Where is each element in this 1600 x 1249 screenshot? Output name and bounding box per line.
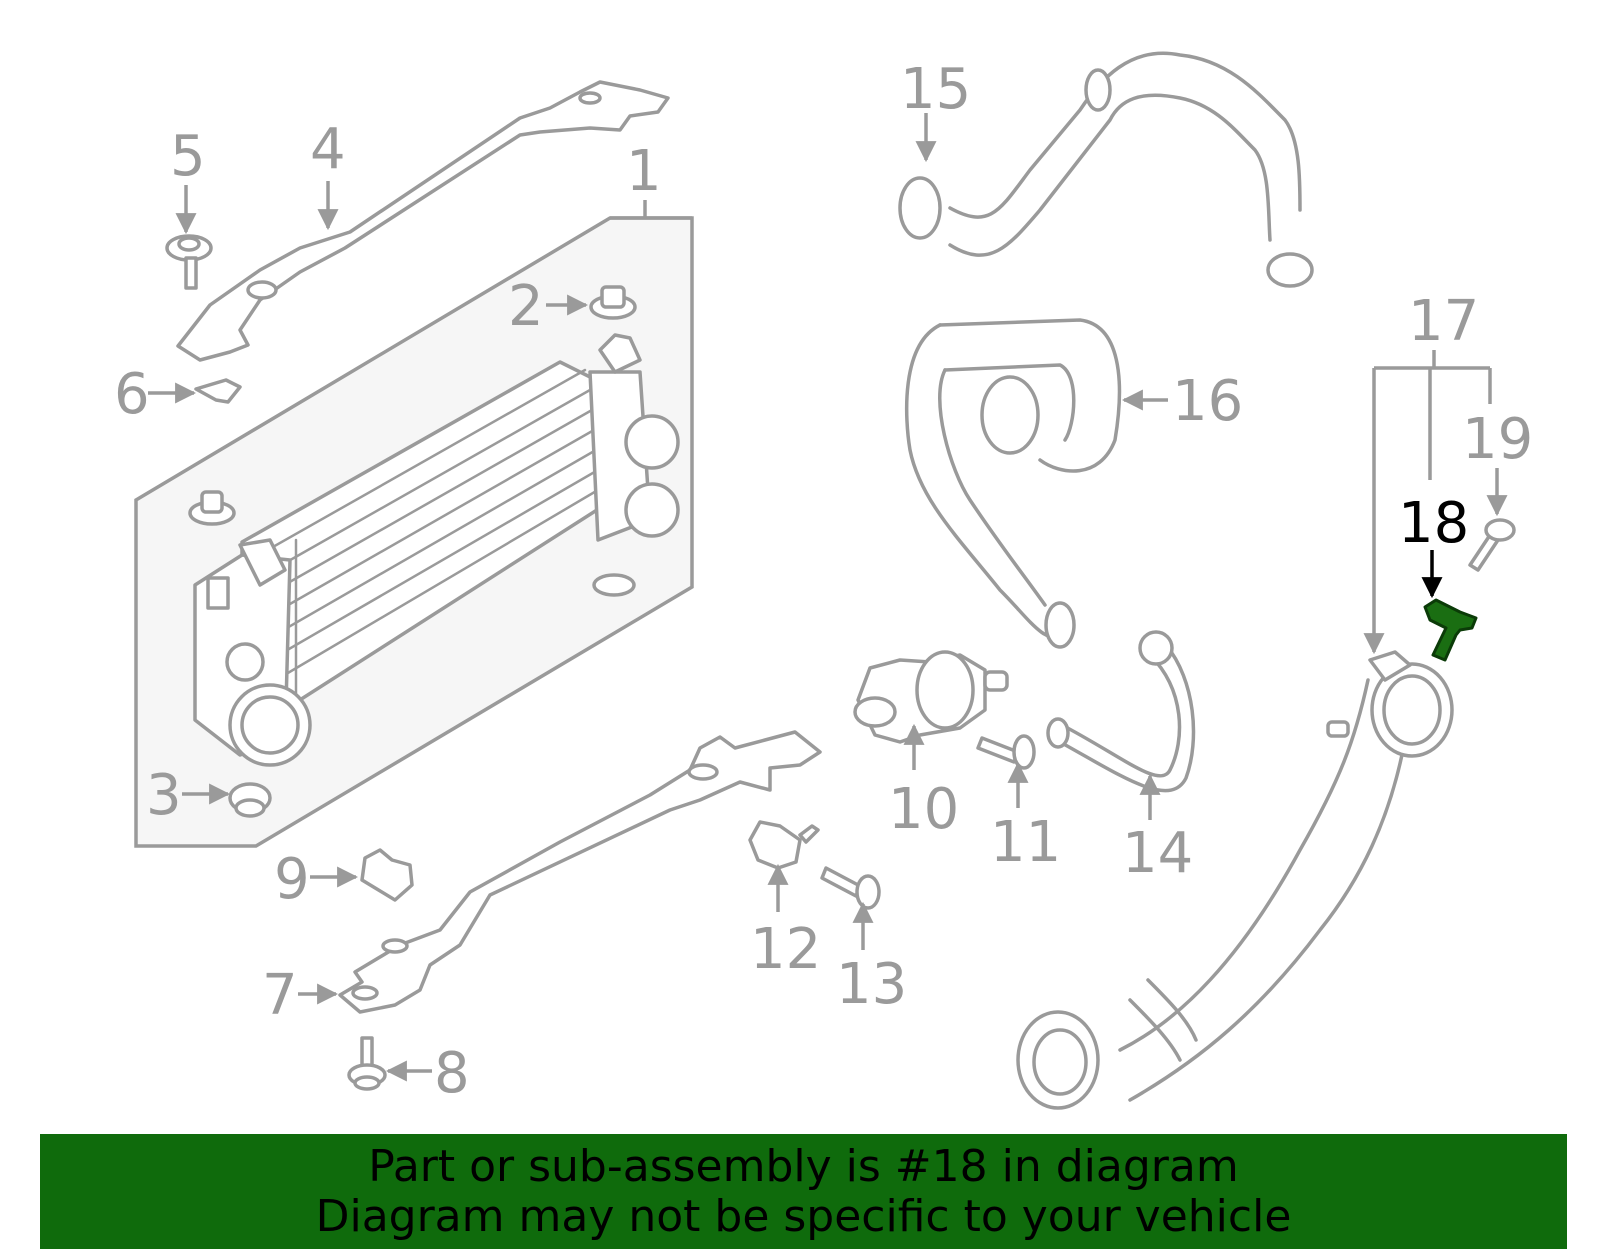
callout-19: 19: [1462, 407, 1533, 472]
part-16-hose: [904, 318, 1122, 649]
part-9-clip: [360, 848, 414, 902]
part-6-clip: [194, 378, 242, 404]
callout-16: 16: [1172, 369, 1243, 434]
part-4-upper-bracket: [176, 80, 670, 362]
banner-line-2: Diagram may not be specific to your vehi…: [315, 1190, 1292, 1242]
callout-1: 1: [626, 139, 662, 204]
callout-18-highlighted: 18: [1398, 491, 1469, 556]
callout-6: 6: [114, 362, 150, 427]
banner-line-1: Part or sub-assembly is #18 in diagram: [368, 1140, 1239, 1192]
callout-8: 8: [434, 1041, 470, 1106]
callout-13: 13: [836, 952, 907, 1017]
callout-5: 5: [170, 124, 206, 189]
part-13-bolt: [820, 866, 881, 910]
callout-3: 3: [146, 763, 182, 828]
intercooler-assembly-group: [134, 200, 694, 848]
part-10-valve: [853, 650, 1009, 744]
callout-4: 4: [310, 117, 346, 182]
callout-11: 11: [990, 810, 1061, 875]
callout-7: 7: [262, 963, 298, 1028]
callout-17: 17: [1408, 289, 1479, 354]
callout-2: 2: [508, 274, 544, 339]
parts-diagram: 1 2 3 4 5 6 7 8 9 10 11 12 13 14 15 16 1…: [114, 51, 1533, 1110]
callout-12: 12: [750, 917, 821, 982]
part-11-bolt: [976, 734, 1036, 770]
callout-10: 10: [888, 777, 959, 842]
part-12-clip: [748, 820, 820, 870]
part-18-sensor-highlighted[interactable]: [1423, 598, 1478, 662]
part-14-tube: [1046, 630, 1196, 793]
part-5-bolt: [165, 234, 213, 290]
part-7-lower-bracket: [338, 730, 822, 1014]
intercooler-core: [193, 333, 680, 767]
callout-14: 14: [1122, 821, 1193, 886]
callout-labels: 1 2 3 4 5 6 7 8 9 10 11 12 13 14 15 16 1…: [114, 57, 1533, 1106]
callout-arrows: [148, 113, 1508, 1082]
part-8-bolt: [347, 1036, 387, 1091]
info-banner: Part or sub-assembly is #18 in diagram D…: [40, 1134, 1567, 1249]
part-2-grommet: [589, 285, 637, 320]
part-19-bolt: [1468, 518, 1516, 572]
part-3-grommet: [228, 782, 272, 818]
callout-15: 15: [900, 57, 971, 122]
part-15-hose: [898, 51, 1314, 288]
callout-9: 9: [274, 847, 310, 912]
part-17-outlet-hose: [1016, 650, 1454, 1110]
